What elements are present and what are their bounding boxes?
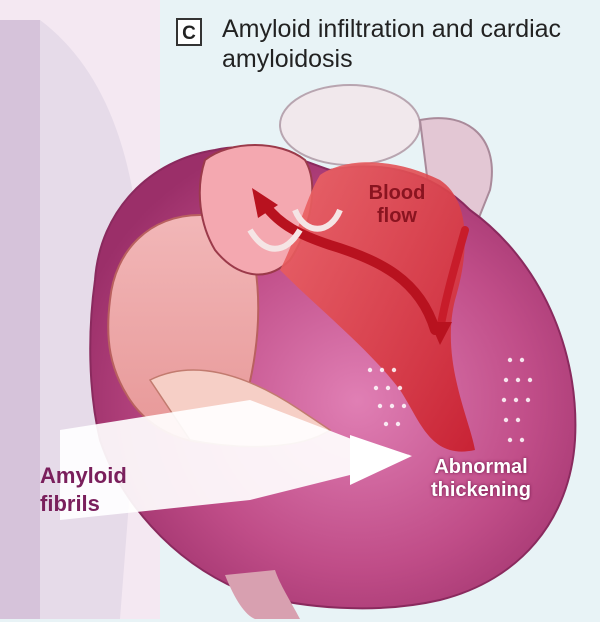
panel-title: Amyloid infiltration and cardiac amyloid… [222,14,562,74]
aorta [280,85,420,165]
panel-letter-badge: C [176,18,202,46]
amyloid-fibrils-label: Amyloid fibrils [40,462,160,518]
abnormal-thickening-label: Abnormal thickening [406,456,556,502]
blood-flow-label: Blood flow [352,182,442,228]
chest-wall-edge [0,20,40,619]
cropped-caption [185,598,565,622]
